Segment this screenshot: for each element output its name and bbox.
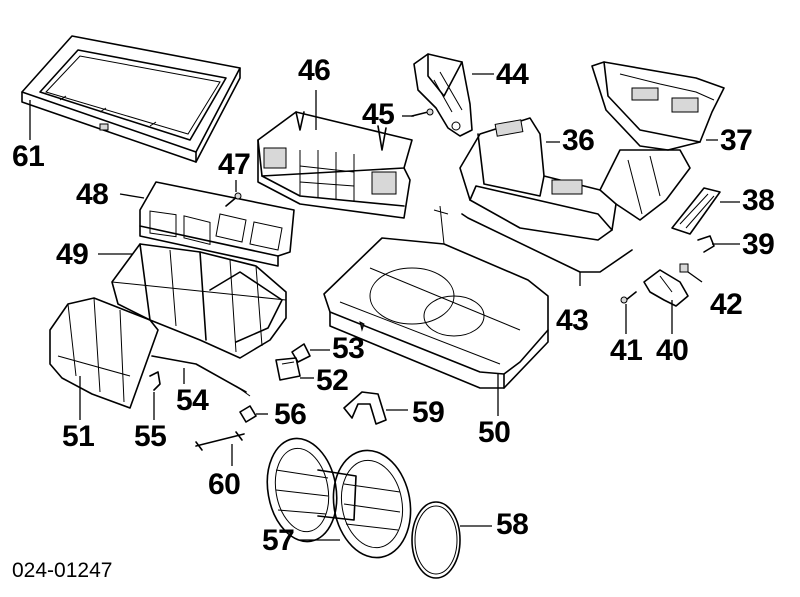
callout-55: 55 — [134, 420, 167, 453]
callout-57: 57 — [262, 524, 295, 557]
part-44-flap-bracket — [413, 53, 494, 137]
part-48-filter-frame — [119, 181, 295, 267]
part-54-cable — [151, 355, 251, 397]
callout-47: 47 — [218, 148, 251, 181]
part-60-pin — [195, 431, 245, 466]
callout-37: 37 — [720, 124, 753, 157]
callout-36: 36 — [562, 124, 595, 157]
part-38-clip-strip — [671, 187, 740, 235]
part-45-screw — [402, 108, 434, 117]
callout-44: 44 — [496, 58, 529, 91]
part-46-distribution-housing — [257, 90, 413, 219]
part-36-37-evaporator-housing — [459, 61, 725, 241]
callout-43: 43 — [556, 304, 589, 337]
part-58-o-ring — [411, 501, 492, 579]
callout-38: 38 — [742, 184, 775, 217]
callout-49: 49 — [56, 238, 89, 271]
part-61-cover-frame — [21, 35, 241, 163]
callout-51: 51 — [62, 420, 95, 453]
part-53-clip — [291, 343, 330, 363]
callout-58: 58 — [496, 508, 529, 541]
callout-50: 50 — [478, 416, 511, 449]
callout-40: 40 — [656, 334, 689, 367]
part-47-screw — [225, 180, 242, 207]
callout-41: 41 — [610, 334, 643, 367]
part-43-rod — [461, 213, 633, 286]
callout-54: 54 — [176, 384, 209, 417]
callout-61: 61 — [12, 140, 45, 173]
callout-56: 56 — [274, 398, 307, 431]
part-39-clip — [697, 235, 740, 253]
part-50-blower-housing — [323, 205, 549, 416]
part-56-fastener — [239, 405, 268, 423]
callout-60: 60 — [208, 468, 241, 501]
callout-45: 45 — [362, 98, 395, 131]
callout-59: 59 — [412, 396, 445, 429]
callout-48: 48 — [76, 178, 109, 211]
part-51-cover — [49, 297, 159, 420]
callout-53: 53 — [332, 332, 365, 365]
part-49-filter-housing — [98, 243, 287, 359]
callout-46: 46 — [298, 54, 331, 87]
callout-42: 42 — [710, 288, 743, 321]
part-55-clip — [149, 371, 161, 420]
part-40-42-lever-bracket — [620, 263, 703, 334]
callout-52: 52 — [316, 364, 349, 397]
diagram-code: 024-01247 — [12, 559, 113, 582]
callout-39: 39 — [742, 228, 775, 261]
part-59-motor-cover — [343, 391, 408, 425]
part-52-actuator — [275, 357, 314, 381]
part-57-blower-wheels — [266, 437, 412, 559]
